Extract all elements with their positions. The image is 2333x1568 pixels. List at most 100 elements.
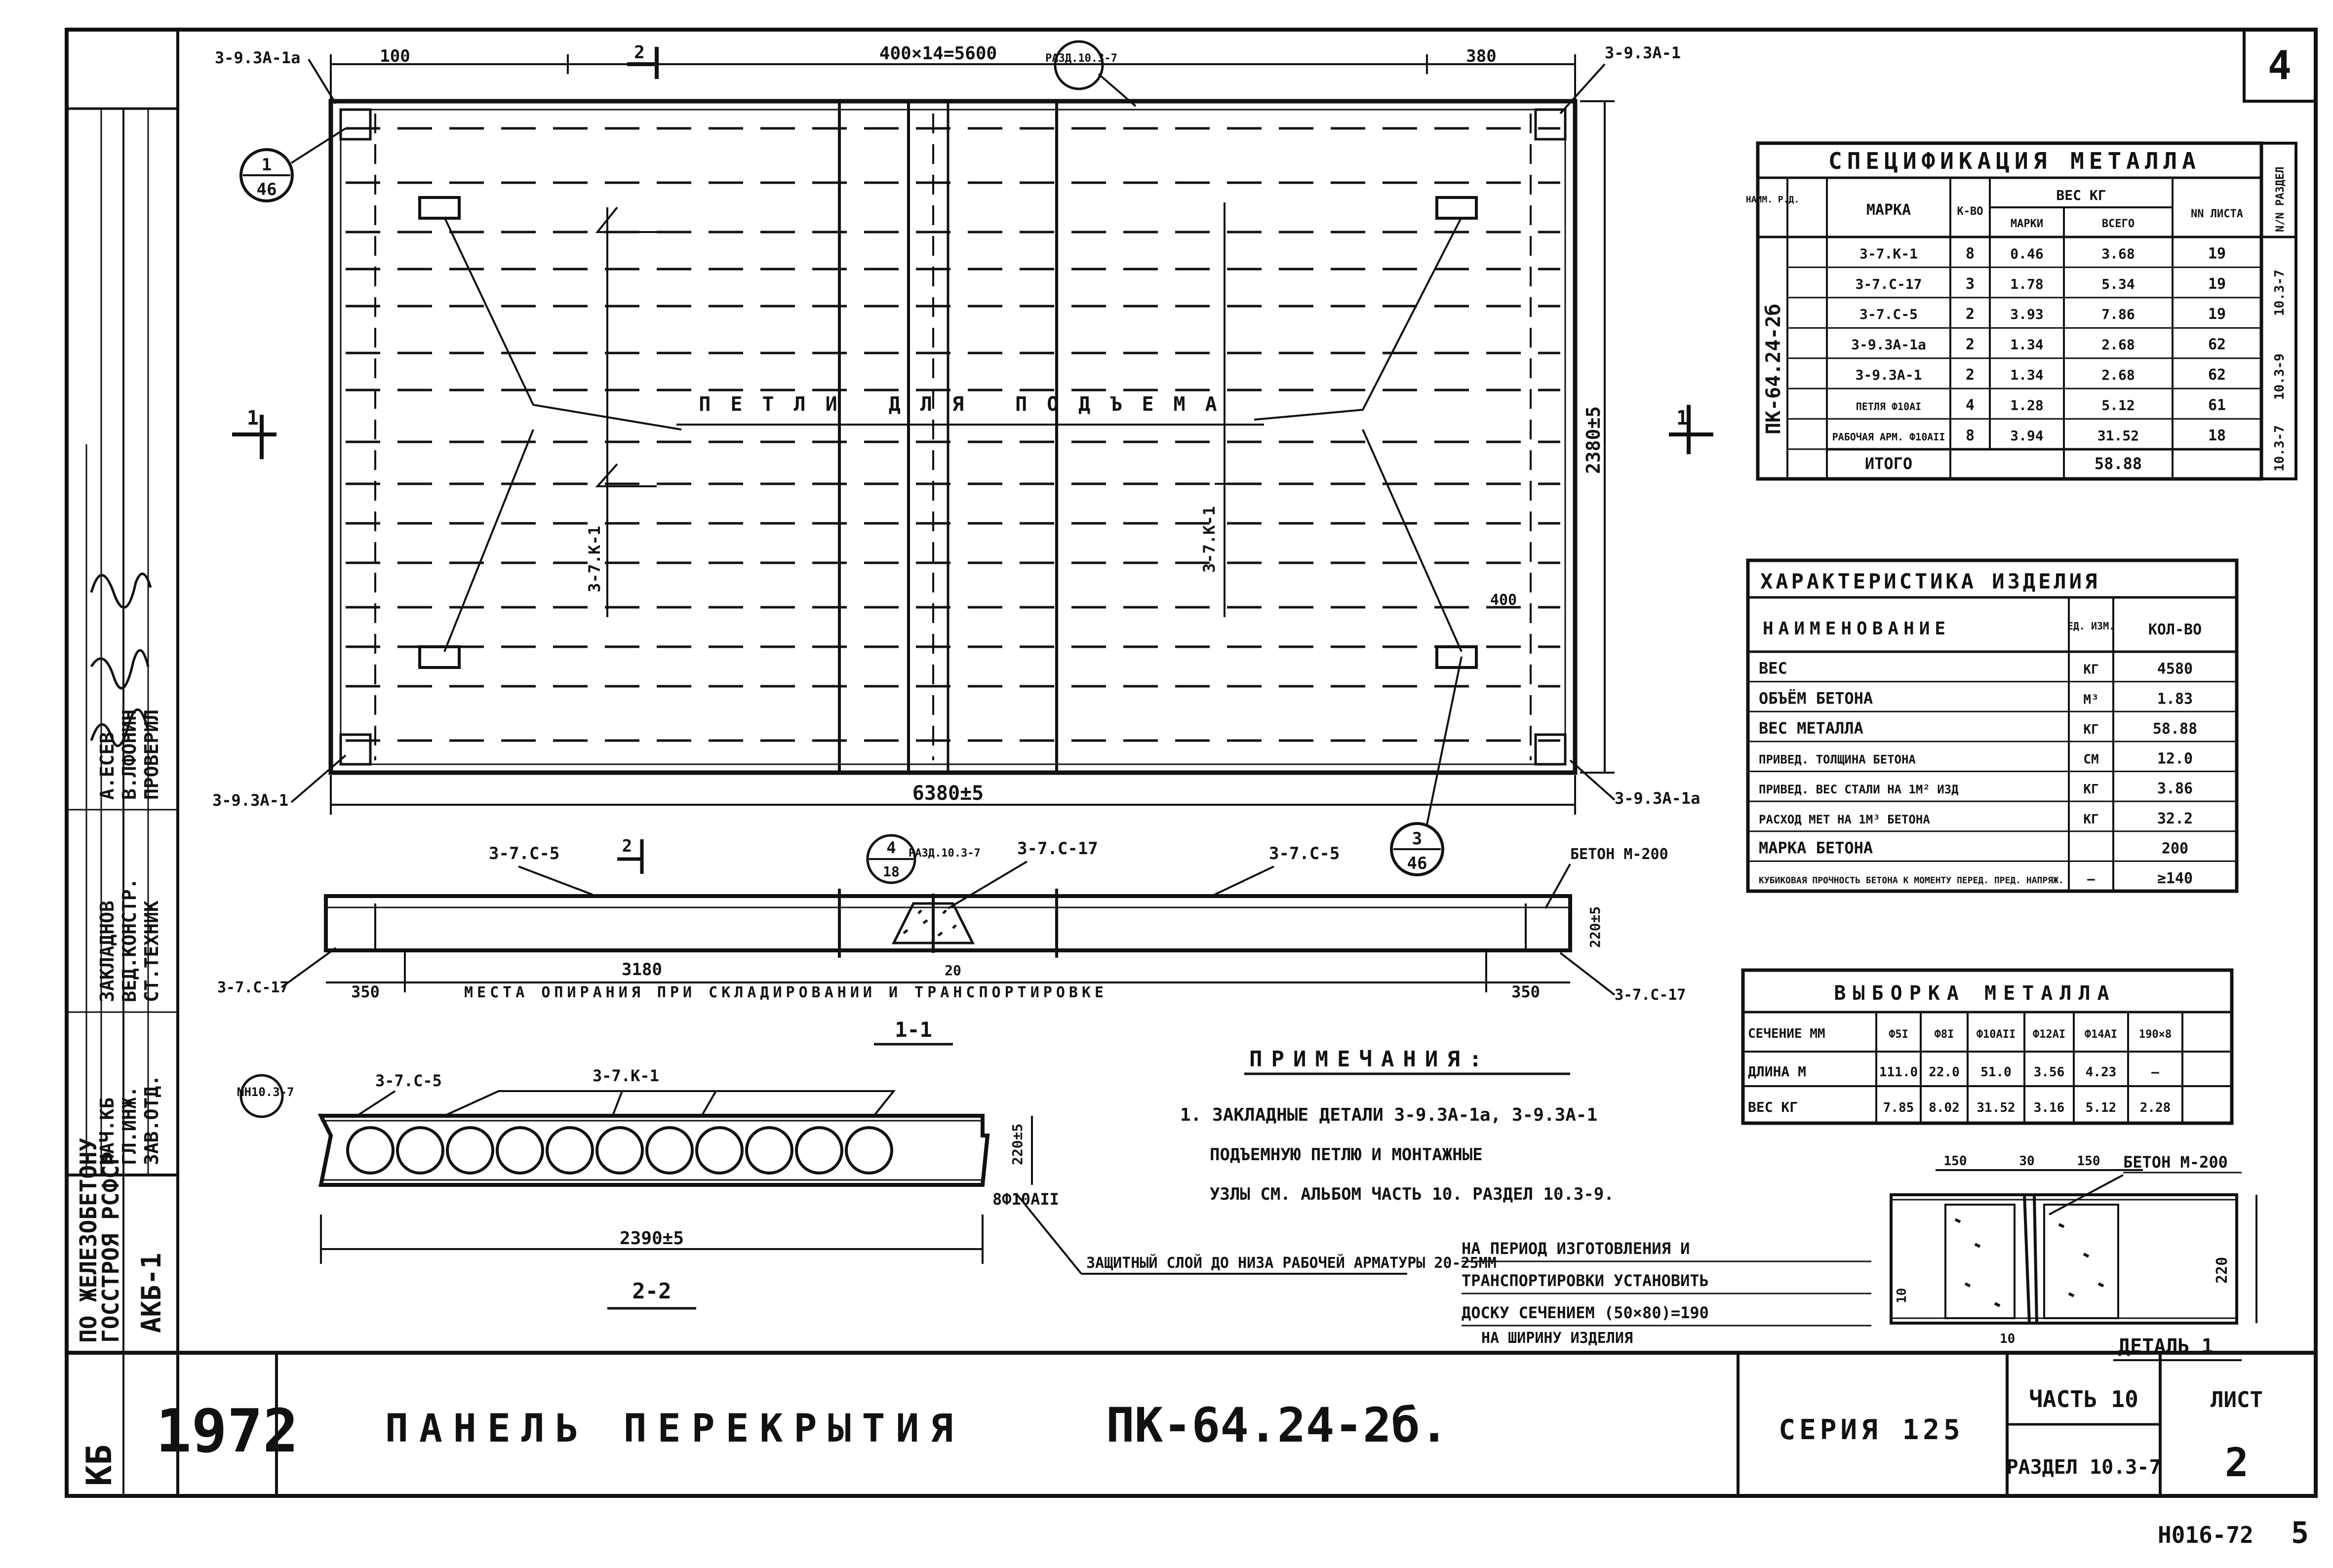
detail-1: 150 30 150 БЕТОН М-200 220 10 10 ДЕТАЛЬ … <box>1890 1153 2257 1361</box>
char-row-name: ПРИВЕД. ТОЛЩИНА БЕТОНА <box>1759 753 1916 767</box>
char-row-name: ПРИВЕД. ВЕС СТАЛИ НА 1М² ИЗД <box>1759 783 1959 796</box>
char-row-name: МАРКА БЕТОНА <box>1759 838 1873 857</box>
detail-dim-220: 220 <box>2214 1257 2231 1284</box>
label-c17-left: 3-7.С-17 <box>217 979 289 996</box>
metal-row-value: — <box>2151 1065 2159 1080</box>
signer-role-3: ЗАВ.ОТД. <box>141 1075 162 1165</box>
spec-section-3: 10.3-7 <box>2272 425 2287 471</box>
detail-dim-150-left: 150 <box>1944 1154 1967 1169</box>
detail-dim-30: 30 <box>2019 1154 2034 1169</box>
callout-3-top: 3 <box>1412 829 1422 849</box>
metal-header: СЕЧЕНИЕ ММ <box>1748 1026 1825 1041</box>
label-2-2-ref: МН10.3-7 <box>237 1085 294 1099</box>
org-line-2: ГОССТРОЯ РСФСР <box>97 1151 124 1343</box>
char-row-unit: М³ <box>2083 692 2098 707</box>
section-mark-2-b: 2 <box>622 836 632 856</box>
signer-name-2: ВЕД.КОНСТР. <box>119 878 140 1002</box>
dim-width: 2380±5 <box>1582 406 1604 474</box>
char-row-name: ВЕС МЕТАЛЛА <box>1759 719 1863 738</box>
album-code: АКБ-1 <box>136 1253 167 1333</box>
label-2-2-220: 220±5 <box>1009 1124 1026 1165</box>
char-row-unit: СМ <box>2083 752 2098 767</box>
spec-row-qty: 2 <box>1966 366 1975 384</box>
char-header-name: НАИМЕНОВАНИЕ <box>1763 619 1950 639</box>
spec-total-label: ИТОГО <box>1865 454 1912 473</box>
label-2-2-c5: 3-7.С-5 <box>375 1071 442 1090</box>
char-row-unit: КГ <box>2083 663 2098 677</box>
org-abbr: КБ <box>79 1445 119 1486</box>
spec-header-qty: К-ВО <box>1957 205 1983 218</box>
metal-row-value: 2.28 <box>2140 1100 2171 1115</box>
spec-row-sheet: 61 <box>2208 396 2226 414</box>
hollow-core <box>745 1126 793 1175</box>
hollow-core <box>795 1126 843 1175</box>
spec-row-sheet: 19 <box>2208 306 2226 323</box>
ref-section-1-1: РАЗД.10.3-7 <box>909 847 981 860</box>
detail-concrete: БЕТОН М-200 <box>2123 1153 2228 1172</box>
spec-row-total: 2.68 <box>2101 337 2135 353</box>
sheet-frame <box>65 28 2318 1498</box>
plan-view: ПЕТЛИ ДЛЯ ПОДЪЕМА 3-7.К-1 3-7.К-1 100 38… <box>212 40 1713 876</box>
metal-title: ВЫБОРКА МЕТАЛЛА <box>1834 982 2116 1005</box>
char-row-qty: 200 <box>2162 840 2188 857</box>
metal-row-value: 7.85 <box>1883 1100 1914 1115</box>
char-row-qty: 12.0 <box>2157 750 2193 768</box>
spec-table: СПЕЦИФИКАЦИЯ МЕТАЛЛА НАИМ. Р.Д. МАРКА К-… <box>1746 141 2297 481</box>
callout-1-bottom: 46 <box>257 180 277 199</box>
mesh-label-right: 3-7.К-1 <box>1200 506 1219 573</box>
spec-row-qty: 8 <box>1966 427 1975 444</box>
section-mark-1-right: 1 <box>1676 407 1688 430</box>
insert-label-top-left: 3-9.3А-1а <box>215 48 300 67</box>
spec-row-mark: 3-9.3А-1а <box>1851 337 1926 353</box>
sheet-label: ЛИСТ <box>2211 1387 2263 1412</box>
char-row-qty: 32.2 <box>2157 810 2193 827</box>
transport-line-1: НА ПЕРИОД ИЗГОТОВЛЕНИЯ И <box>1462 1239 1690 1258</box>
metal-header: Ф8I <box>1935 1028 1954 1041</box>
spec-row-per: 1.34 <box>2010 367 2043 383</box>
spec-header-no: НАИМ. Р.Д. <box>1746 195 1799 205</box>
metal-row-value: 31.52 <box>1977 1100 2015 1115</box>
metal-row-label: ДЛИНА М <box>1748 1063 1806 1080</box>
notes-title: ПРИМЕЧАНИЯ: <box>1249 1047 1491 1072</box>
char-row-name: РАСХОД МЕТ НА 1М³ БЕТОНА <box>1759 813 1930 826</box>
callout-3-bottom: 46 <box>1407 854 1427 873</box>
void-circles <box>346 1126 893 1175</box>
metal-header: Ф5I <box>1889 1028 1908 1041</box>
section-mark-1-left: 1 <box>247 407 259 430</box>
stamp-code: Н016-72 <box>2158 1522 2254 1548</box>
drawing-title: ПАНЕЛЬ ПЕРЕКРЫТИЯ <box>385 1407 964 1451</box>
loop-label: ПЕТЛИ ДЛЯ ПОДЪЕМА <box>699 393 1236 416</box>
metal-header: Ф14АI <box>2085 1028 2117 1041</box>
spec-header-weight: ВЕС КГ <box>2056 187 2106 203</box>
char-title: ХАРАКТЕРИСТИКА ИЗДЕЛИЯ <box>1760 569 2100 593</box>
spec-header-sheet: NN ЛИСТА <box>2191 208 2243 220</box>
spec-row-mark: ПЕТЛЯ Ф10АI <box>1856 400 1921 412</box>
char-row-name: ВЕС <box>1759 659 1787 678</box>
transport-line-2: ТРАНСПОРТИРОВКИ УСТАНОВИТЬ <box>1462 1271 1709 1290</box>
label-concrete: БЕТОН М-200 <box>1570 846 1668 863</box>
spec-title: СПЕЦИФИКАЦИЯ МЕТАЛЛА <box>1828 148 2201 174</box>
char-table: ХАРАКТЕРИСТИКА ИЗДЕЛИЯ НАИМЕНОВАНИЕ ЕД. … <box>1746 558 2239 893</box>
section-1-1-title: 1-1 <box>895 1018 932 1042</box>
spec-row-total: 5.34 <box>2101 276 2135 292</box>
corner-number: 4 <box>2268 42 2292 88</box>
signer-role-1: НАЧ.КБ <box>96 1098 118 1165</box>
label-2-2-width: 2390±5 <box>620 1228 684 1249</box>
hollow-core <box>695 1126 744 1175</box>
char-row-unit: КГ <box>2083 722 2098 737</box>
spec-row-total: 5.12 <box>2101 397 2135 413</box>
dim-380: 380 <box>1466 46 1496 66</box>
year: 1972 <box>156 1397 299 1466</box>
spec-row-qty: 4 <box>1966 396 1975 414</box>
char-header-qty: КОЛ-ВО <box>2148 621 2202 638</box>
section-2-2-labels: 3-7.С-5 3-7.К-1 МН10.3-7 220±5 8Ф10АII 2… <box>237 1066 1497 1310</box>
detail-dim-150-right: 150 <box>2077 1154 2100 1169</box>
char-row-qty: 1.83 <box>2157 690 2193 707</box>
section-label: РАЗДЕЛ 10.3-7 <box>2006 1456 2161 1479</box>
spec-row-total: 2.68 <box>2101 367 2135 383</box>
hollow-core <box>546 1126 594 1175</box>
char-row-name: КУБИКОВАЯ ПРОЧНОСТЬ БЕТОНА К МОМЕНТУ ПЕР… <box>1759 875 2064 886</box>
char-row-qty: ≥140 <box>2157 870 2193 887</box>
